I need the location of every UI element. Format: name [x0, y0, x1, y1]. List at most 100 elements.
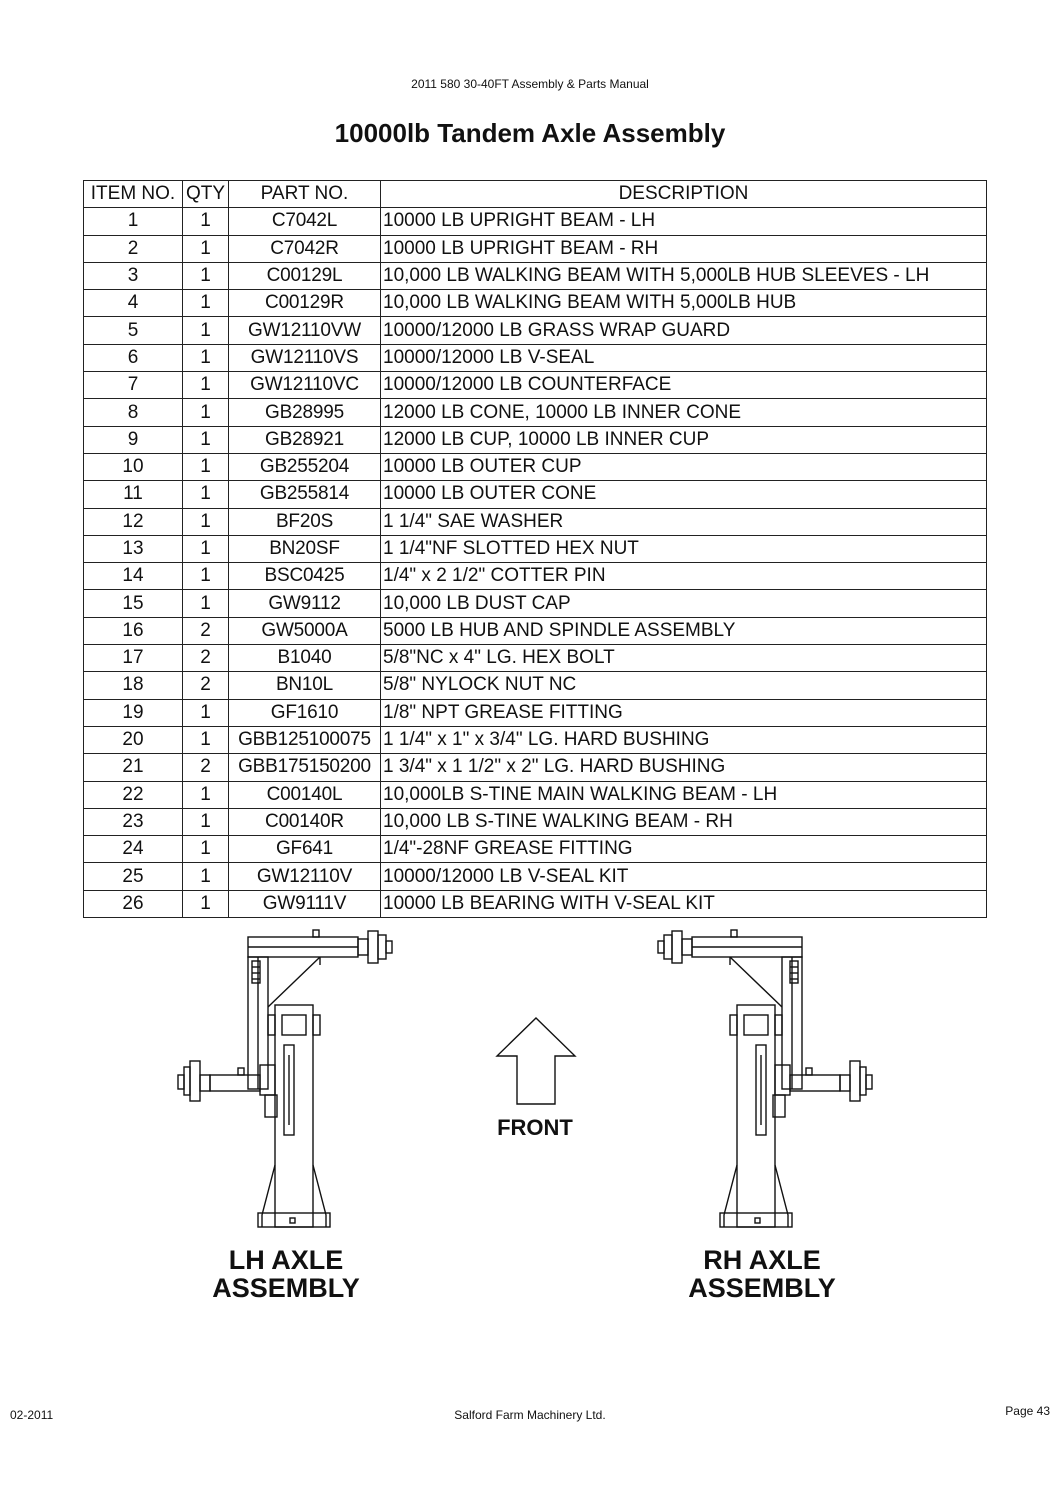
- description-cell: 10000/12000 LB COUNTERFACE: [380, 371, 987, 400]
- part-no-cell: C00129R: [228, 289, 381, 318]
- item-no-cell: 4: [83, 289, 183, 318]
- qty-cell: 1: [182, 316, 229, 345]
- description-cell: 10,000 LB WALKING BEAM WITH 5,000LB HUB: [380, 289, 987, 318]
- qty-cell: 1: [182, 261, 229, 291]
- qty-cell: 1: [182, 589, 229, 618]
- qty-cell: 1: [182, 862, 229, 891]
- item-no-cell: 7: [83, 371, 183, 400]
- description-cell: 1/4" x 2 1/2" COTTER PIN: [380, 562, 987, 591]
- column-header-qty: QTY: [182, 179, 229, 209]
- lh-axle-label: LH AXLE ASSEMBLY: [186, 1246, 386, 1302]
- qty-cell: 1: [182, 289, 229, 318]
- item-no-cell: 15: [83, 589, 183, 618]
- description-cell: 1/8" NPT GREASE FITTING: [380, 698, 987, 727]
- part-no-cell: GW12110VS: [228, 343, 381, 373]
- description-cell: 5/8"NC x 4" LG. HEX BOLT: [380, 644, 987, 673]
- qty-cell: 2: [182, 753, 229, 782]
- item-no-cell: 22: [83, 780, 183, 809]
- item-no-cell: 16: [83, 616, 183, 646]
- front-arrow-icon: [495, 1017, 577, 1105]
- description-cell: 10000 LB BEARING WITH V-SEAL KIT: [380, 889, 987, 919]
- part-no-cell: C00140R: [228, 807, 381, 837]
- description-cell: 10,000LB S-TINE MAIN WALKING BEAM - LH: [380, 780, 987, 809]
- part-no-cell: BN10L: [228, 671, 381, 700]
- item-no-cell: 10: [83, 452, 183, 482]
- item-no-cell: 14: [83, 562, 183, 591]
- item-no-cell: 8: [83, 398, 183, 427]
- lh-axle-label-line2: ASSEMBLY: [212, 1273, 360, 1303]
- lh-axle-label-line1: LH AXLE: [228, 1245, 344, 1275]
- item-no-cell: 20: [83, 725, 183, 755]
- qty-cell: 1: [182, 234, 229, 263]
- item-no-cell: 12: [83, 507, 183, 536]
- description-cell: 1 1/4" SAE WASHER: [380, 507, 987, 536]
- description-cell: 10000 LB UPRIGHT BEAM - RH: [380, 234, 987, 263]
- rh-axle-label-line2: ASSEMBLY: [688, 1273, 836, 1303]
- qty-cell: 1: [182, 534, 229, 564]
- description-cell: 10,000 LB WALKING BEAM WITH 5,000LB HUB …: [380, 261, 987, 291]
- description-cell: 1 3/4" x 1 1/2" x 2" LG. HARD BUSHING: [380, 753, 987, 782]
- qty-cell: 1: [182, 343, 229, 373]
- qty-cell: 1: [182, 562, 229, 591]
- part-no-cell: C7042L: [228, 207, 381, 236]
- part-no-cell: BF20S: [228, 507, 381, 536]
- part-no-cell: GW12110VC: [228, 371, 381, 400]
- description-cell: 1/4"-28NF GREASE FITTING: [380, 835, 987, 864]
- part-no-cell: GB28995: [228, 398, 381, 427]
- part-no-cell: C00129L: [228, 261, 381, 291]
- part-no-cell: GW12110VW: [228, 316, 381, 345]
- item-no-cell: 11: [83, 480, 183, 509]
- item-no-cell: 26: [83, 889, 183, 919]
- item-no-cell: 1: [83, 207, 183, 236]
- part-no-cell: BN20SF: [228, 534, 381, 564]
- description-cell: 10000/12000 LB V-SEAL: [380, 343, 987, 373]
- lh-axle-drawing: [177, 929, 393, 1228]
- item-no-cell: 21: [83, 753, 183, 782]
- qty-cell: 1: [182, 835, 229, 864]
- description-cell: 12000 LB CUP, 10000 LB INNER CUP: [380, 425, 987, 454]
- qty-cell: 1: [182, 425, 229, 454]
- qty-cell: 1: [182, 698, 229, 727]
- part-no-cell: GB255204: [228, 452, 381, 482]
- description-cell: 12000 LB CONE, 10000 LB INNER CONE: [380, 398, 987, 427]
- part-no-cell: GBB175150200: [228, 753, 381, 782]
- rh-axle-drawing: [657, 929, 873, 1228]
- description-cell: 10000/12000 LB V-SEAL KIT: [380, 862, 987, 891]
- footer-date: 02-2011: [10, 1408, 54, 1422]
- qty-cell: 1: [182, 480, 229, 509]
- description-cell: 5/8" NYLOCK NUT NC: [380, 671, 987, 700]
- table-header-row: ITEM NO. QTY PART NO. DESCRIPTION: [83, 179, 987, 209]
- part-no-cell: GW9111V: [228, 889, 381, 919]
- description-cell: 1 1/4"NF SLOTTED HEX NUT: [380, 534, 987, 564]
- description-cell: 10,000 LB S-TINE WALKING BEAM - RH: [380, 807, 987, 837]
- qty-cell: 2: [182, 644, 229, 673]
- rh-axle-label-line1: RH AXLE: [703, 1245, 821, 1275]
- part-no-cell: GF641: [228, 835, 381, 864]
- item-no-cell: 2: [83, 234, 183, 263]
- page-title: 10000lb Tandem Axle Assembly: [334, 118, 726, 148]
- item-no-cell: 24: [83, 835, 183, 864]
- part-no-cell: B1040: [228, 644, 381, 673]
- description-cell: 10,000 LB DUST CAP: [380, 589, 987, 618]
- manual-title: 2011 580 30-40FT Assembly & Parts Manual: [411, 77, 649, 91]
- qty-cell: 2: [182, 671, 229, 700]
- qty-cell: 1: [182, 807, 229, 837]
- qty-cell: 1: [182, 780, 229, 809]
- part-no-cell: GB255814: [228, 480, 381, 509]
